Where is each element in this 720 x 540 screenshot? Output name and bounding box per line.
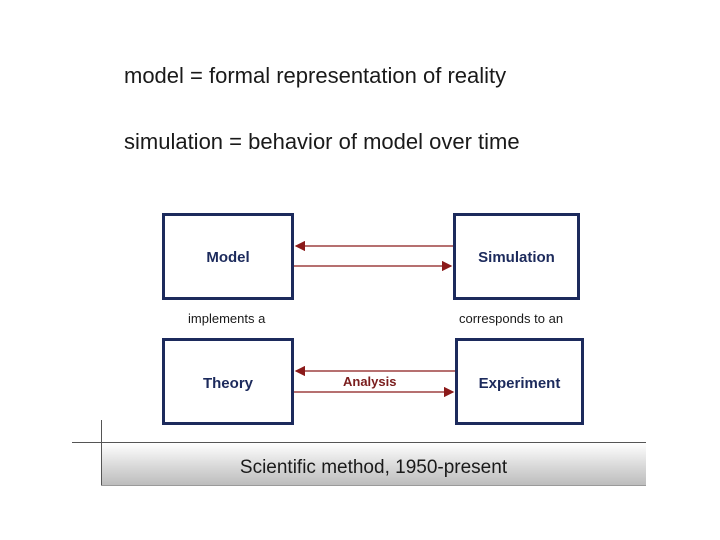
divider-horizontal <box>72 442 646 443</box>
implements-caption: implements a <box>188 311 266 326</box>
simulation-label: Simulation <box>478 249 555 266</box>
experiment-label: Experiment <box>478 375 561 392</box>
theory-box: Theory <box>162 338 294 425</box>
simulation-box: Simulation <box>453 213 580 300</box>
corresponds-caption: corresponds to an <box>459 311 564 326</box>
analysis-label: Analysis <box>343 374 397 389</box>
experiment-box: Experiment <box>455 338 584 425</box>
footer-band: Scientific method, 1950-present <box>101 443 646 486</box>
model-label: Model <box>206 249 250 266</box>
divider-vertical <box>101 420 102 485</box>
footer-caption: Scientific method, 1950-present <box>239 457 508 478</box>
definition-simulation: simulation = behavior of model over time <box>124 129 520 154</box>
definition-model: model = formal representation of reality <box>124 63 507 88</box>
theory-label: Theory <box>202 375 253 392</box>
model-box: Model <box>162 213 294 300</box>
